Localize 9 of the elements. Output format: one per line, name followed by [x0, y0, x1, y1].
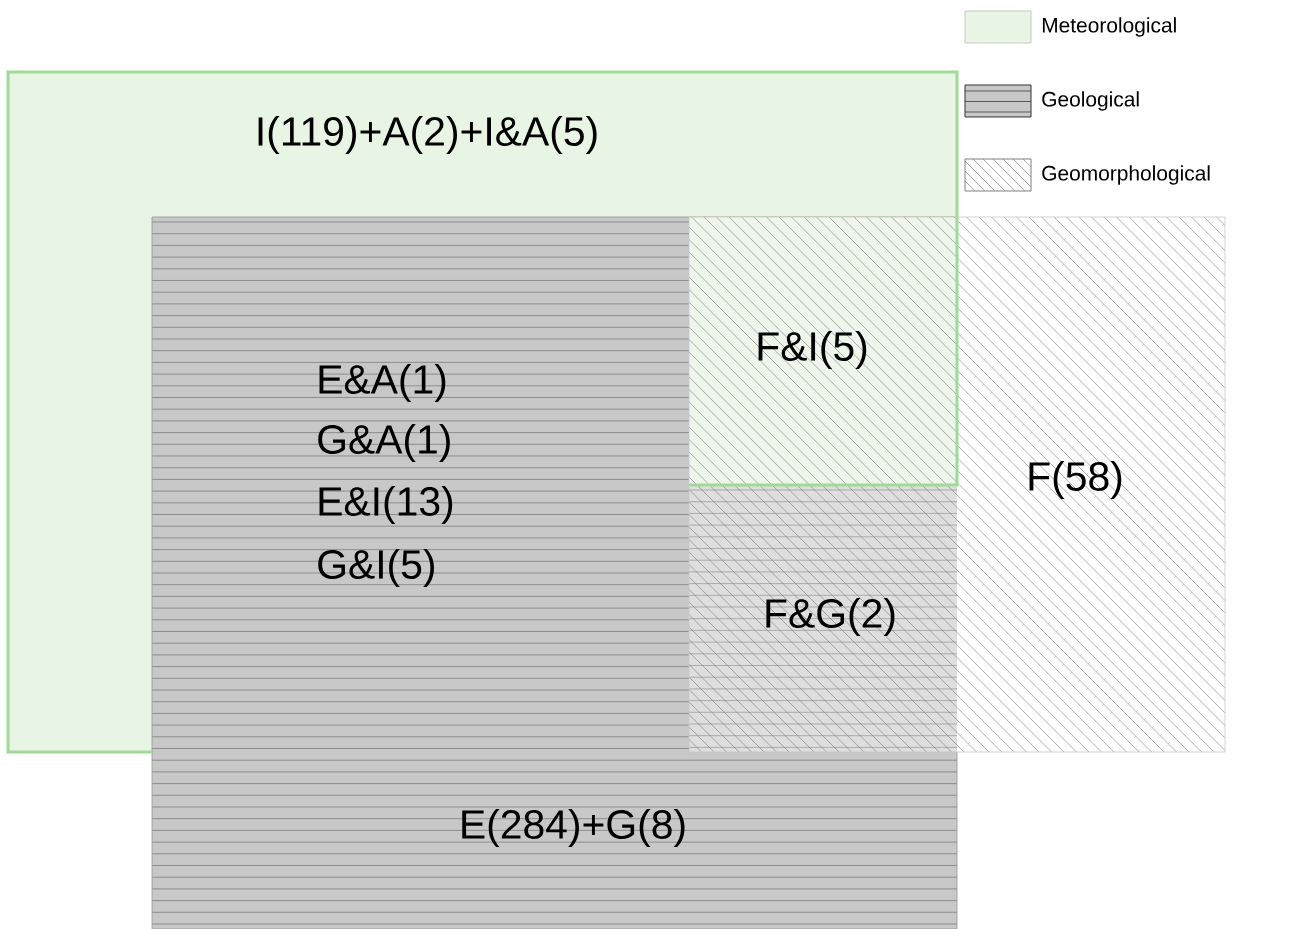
legend-label: Meteorological — [1042, 17, 1176, 37]
region-label: E&A(1) — [319, 364, 446, 402]
region-label: F&I(5) — [758, 331, 867, 369]
region-label: E&I(13) — [319, 486, 453, 524]
region-label: G&I(5) — [318, 549, 434, 587]
legend-label: Geological — [1042, 91, 1139, 111]
region-label: F&G(2) — [766, 598, 895, 636]
legend-label: Geomorphological — [1042, 165, 1210, 185]
region-label: G&A(1) — [318, 424, 450, 462]
